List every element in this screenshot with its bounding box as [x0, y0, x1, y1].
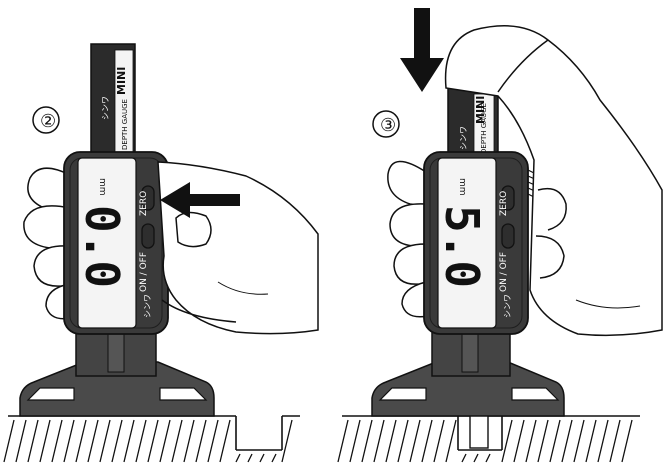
ground-hatch [3, 415, 300, 463]
probe-brand: シンワ [459, 126, 468, 150]
zero-button[interactable] [141, 185, 155, 211]
lcd-readout: 0.0 [75, 205, 129, 288]
panel-step-3: DEPTH GAUGE MINI シンワ mm 5.0 ZERO ON / OF… [337, 8, 663, 463]
base-window-right [511, 387, 560, 401]
product-label-line1: DEPTH GAUGE [480, 103, 488, 154]
lcd-screen [437, 157, 497, 329]
lcd-readout: 5.0 [435, 205, 489, 288]
zero-label: ZERO [139, 191, 149, 216]
hand-right [444, 25, 663, 337]
body-brand: シンワ [143, 294, 152, 318]
step-badge [32, 106, 60, 134]
step-number: ② [40, 111, 56, 132]
power-label: ON / OFF [139, 252, 149, 292]
step-number: ③ [380, 115, 396, 136]
lcd-screen [77, 157, 137, 329]
product-label-line2: MINI [115, 67, 128, 95]
probe-brand: シンワ [101, 96, 110, 120]
power-button[interactable] [141, 223, 155, 249]
gauge-base [19, 361, 215, 417]
hand-left [387, 160, 429, 318]
base-window-left [26, 387, 75, 401]
base-window-right [159, 387, 208, 401]
press-arrow-icon [160, 182, 240, 218]
product-label-line1: DEPTH GAUGE [121, 99, 129, 150]
product-label-line2: MINI [474, 96, 487, 124]
ground-hatch [337, 415, 640, 463]
power-label: ON / OFF [499, 252, 509, 292]
power-button[interactable] [501, 223, 515, 249]
body-brand: シンワ [503, 294, 512, 318]
step-badge [372, 110, 400, 138]
panel-step-2: DEPTH GAUGE MINI シンワ mm 0.0 ZERO ON / O [3, 43, 319, 463]
push-down-arrow-icon [400, 8, 444, 92]
unit-label: mm [457, 178, 467, 196]
zero-label: ZERO [499, 191, 509, 216]
zero-button[interactable] [501, 185, 515, 211]
unit-label: mm [97, 178, 107, 196]
base-window-left [378, 387, 427, 401]
